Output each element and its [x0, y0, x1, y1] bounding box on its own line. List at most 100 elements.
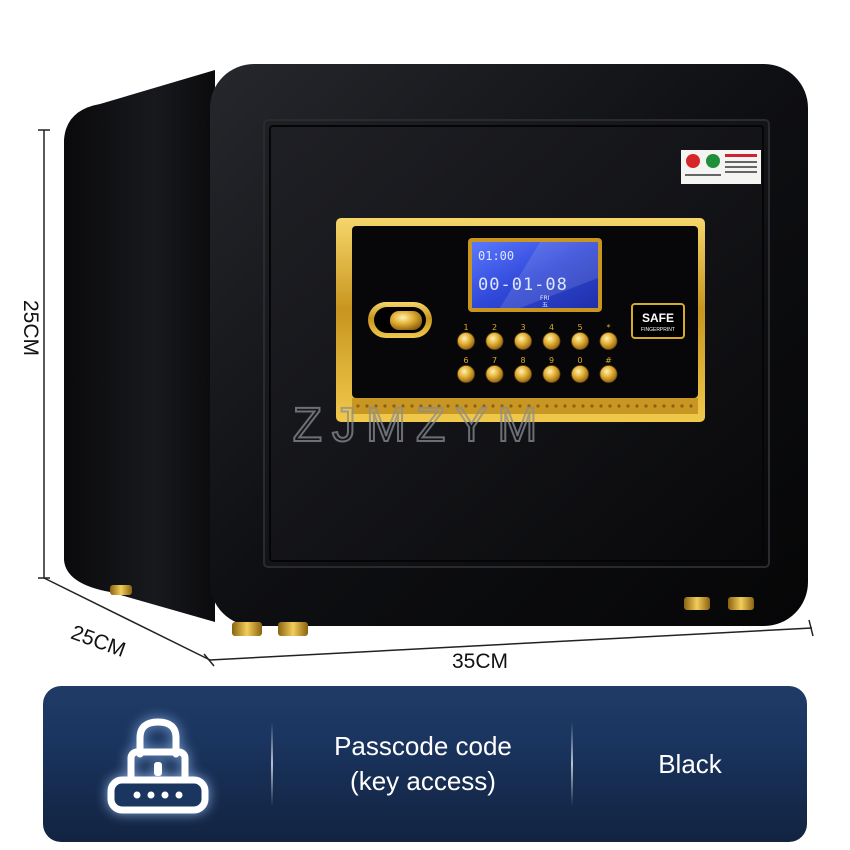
trim-stud	[446, 404, 450, 408]
keypad-key-button	[485, 365, 504, 383]
trim-stud	[401, 404, 405, 408]
trim-stud	[500, 404, 504, 408]
keypad-key: 1	[457, 323, 475, 350]
trim-stud	[590, 404, 594, 408]
trim-stud	[482, 404, 486, 408]
trim-stud	[410, 404, 414, 408]
trim-stud	[572, 404, 576, 408]
keypad-key-button	[542, 365, 561, 383]
keypad-key-button	[571, 365, 589, 383]
keypad-key-label: 2	[492, 323, 497, 332]
trim-stud	[356, 404, 360, 408]
keypad-key-label: 0	[577, 356, 582, 365]
keypad-key-button	[542, 332, 561, 350]
trim-stud	[671, 404, 675, 408]
fingerprint-reader	[368, 302, 432, 338]
trim-stud	[617, 404, 621, 408]
keypad-key-button	[457, 365, 475, 383]
lcd-time: 01:00	[478, 249, 514, 263]
trim-stud	[554, 404, 558, 408]
keypad-key-label: 9	[549, 356, 554, 365]
divider	[571, 722, 573, 806]
trim-stud	[419, 404, 423, 408]
trim-stud	[644, 404, 648, 408]
keypad-key: 3	[514, 323, 532, 350]
keypad-key-label: 4	[549, 323, 554, 332]
trim-stud	[392, 404, 396, 408]
keypad-key: 5	[571, 323, 589, 350]
trim-stud	[581, 404, 585, 408]
keypad-key: 0	[571, 356, 589, 383]
keypad-key-label: 3	[520, 323, 525, 332]
feature-banner: Passcode code (key access) Black	[43, 686, 807, 842]
trim-stud	[536, 404, 540, 408]
keypad-key: 9	[542, 356, 561, 383]
trim-stud	[689, 404, 693, 408]
keypad-key-label: *	[607, 323, 611, 332]
keypad-key-button	[457, 332, 475, 350]
trim-stud	[365, 404, 369, 408]
badge-brand: SAFE	[642, 311, 674, 325]
trim-stud	[491, 404, 495, 408]
lock-type-cell: Passcode code (key access)	[273, 686, 573, 842]
keypad-key-button	[485, 332, 504, 350]
trim-stud	[473, 404, 477, 408]
trim-stud	[428, 404, 432, 408]
trim-stud	[680, 404, 684, 408]
keypad: 1 2 3 4 5 * 6 7 8 9 0 #	[457, 323, 618, 383]
keypad-key-label: 8	[520, 356, 525, 365]
trim-stud	[653, 404, 657, 408]
safe-side-panel	[64, 70, 215, 622]
lcd-date: 00-01-08	[478, 275, 568, 295]
trim-stud	[437, 404, 441, 408]
trim-stud	[374, 404, 378, 408]
keypad-key-label: #	[605, 356, 612, 365]
trim-stud	[509, 404, 513, 408]
lcd-day-cn: 五	[542, 302, 548, 309]
keypad-key-button	[514, 332, 532, 350]
keypad-key: *	[599, 323, 618, 350]
keypad-key-button	[599, 365, 618, 383]
trim-stud	[455, 404, 459, 408]
keypad-key: #	[599, 356, 618, 383]
keypad-key-button	[514, 365, 532, 383]
keypad-key: 4	[542, 323, 561, 350]
watermark: ZJMZYM	[293, 399, 548, 452]
keypad-key: 2	[485, 323, 504, 350]
keypad-key-label: 7	[492, 356, 497, 365]
badge-sub: FINGERPRINT	[641, 327, 675, 333]
trim-stud	[662, 404, 666, 408]
keypad-key-label: 1	[463, 323, 468, 332]
keypad-key-label: 6	[463, 356, 468, 365]
color-cell: Black	[573, 686, 807, 842]
lcd-day: FRI	[540, 295, 550, 302]
lcd-screen: 01:00 00-01-08 FRI 五	[468, 238, 602, 312]
color-label: Black	[658, 748, 722, 779]
trim-stud	[527, 404, 531, 408]
lock-icon-cell	[43, 686, 273, 842]
trim-stud	[383, 404, 387, 408]
lock-type-line1: Passcode code	[334, 731, 512, 761]
divider	[271, 722, 273, 806]
lock-type-text: Passcode code (key access)	[334, 729, 512, 799]
height-dimension-label: 25CM	[19, 299, 43, 357]
trim-stud	[626, 404, 630, 408]
trim-stud	[464, 404, 468, 408]
safe-feet	[110, 585, 754, 636]
padlock-keypad-icon	[107, 718, 209, 814]
keypad-key: 8	[514, 356, 532, 383]
certification-sticker	[681, 150, 761, 184]
trim-stud	[599, 404, 603, 408]
trim-stud	[608, 404, 612, 408]
keypad-key: 7	[485, 356, 504, 383]
lock-type-line2: (key access)	[350, 766, 496, 796]
trim-stud	[563, 404, 567, 408]
trim-stud	[545, 404, 549, 408]
dimension-lines	[38, 129, 814, 667]
width-dimension-label: 35CM	[452, 650, 509, 673]
keypad-key: 6	[457, 356, 475, 383]
keypad-key-button	[599, 332, 618, 350]
keypad-key-label: 5	[577, 323, 582, 332]
safe-badge: SAFE FINGERPRINT	[631, 303, 685, 339]
